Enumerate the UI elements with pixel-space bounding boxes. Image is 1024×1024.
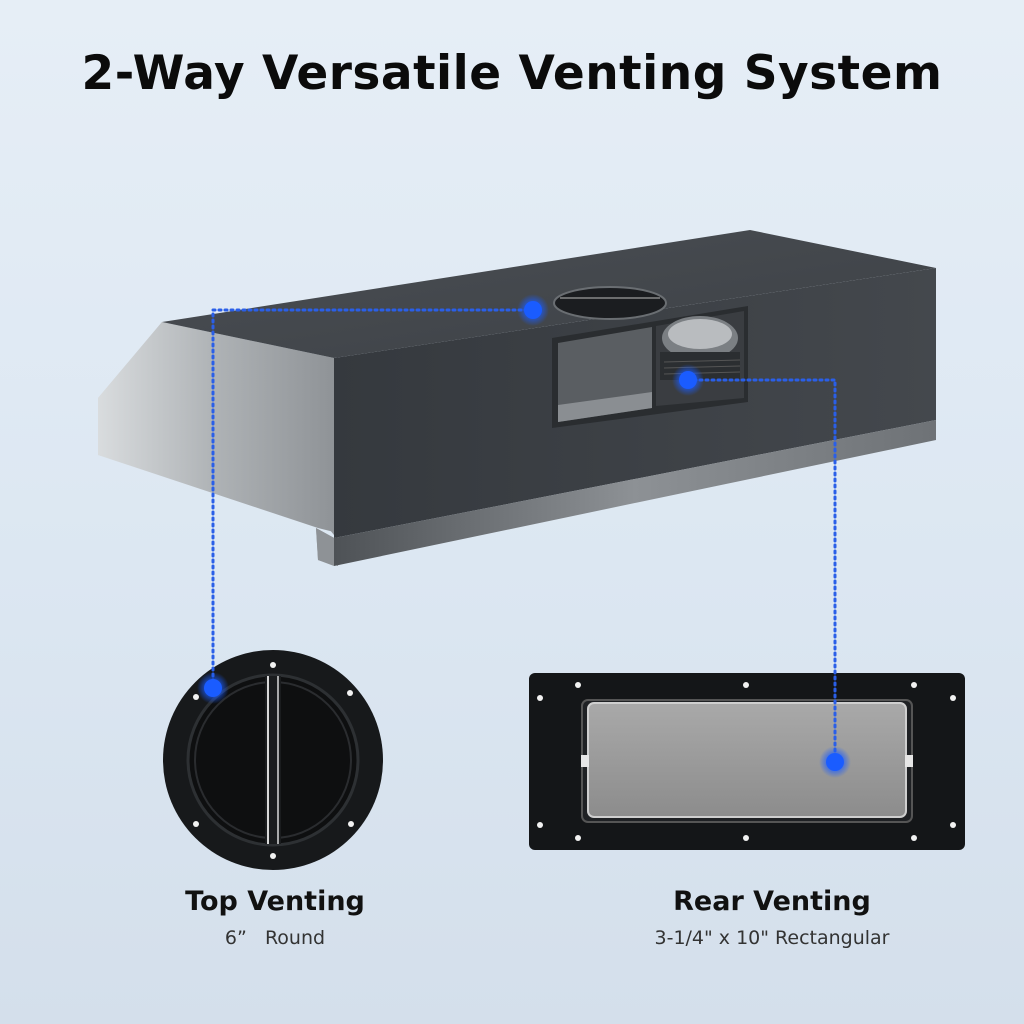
rear-venting-label: Rear Venting xyxy=(673,886,871,917)
page-title: 2-Way Versatile Venting System xyxy=(81,46,943,101)
hood-bottom-strip-left xyxy=(316,528,334,566)
top-vent-opening xyxy=(554,287,666,319)
hood-top-face xyxy=(162,230,936,358)
leader-line-rear xyxy=(686,378,837,764)
rear-vent-left-floor xyxy=(558,392,652,422)
range-hood xyxy=(98,230,936,566)
hood-bottom-strip xyxy=(334,420,936,566)
hood-stainless-side-face xyxy=(98,322,334,532)
callout-dots xyxy=(197,294,851,778)
top-venting-label: Top Venting xyxy=(185,886,365,917)
top-venting-detail: 6” Round xyxy=(224,927,326,949)
round-vent-damper xyxy=(163,650,383,870)
top-venting-caption: Top Venting 6” Round xyxy=(95,886,455,949)
rear-venting-detail: 3-1/4" x 10" Rectangular xyxy=(654,927,890,949)
leader-lines xyxy=(211,308,837,764)
rear-venting-caption: Rear Venting 3-1/4" x 10" Rectangular xyxy=(592,886,952,949)
top-vent-rim xyxy=(553,286,667,320)
leader-line-top xyxy=(211,308,535,690)
rectangular-vent-plate xyxy=(529,673,965,850)
